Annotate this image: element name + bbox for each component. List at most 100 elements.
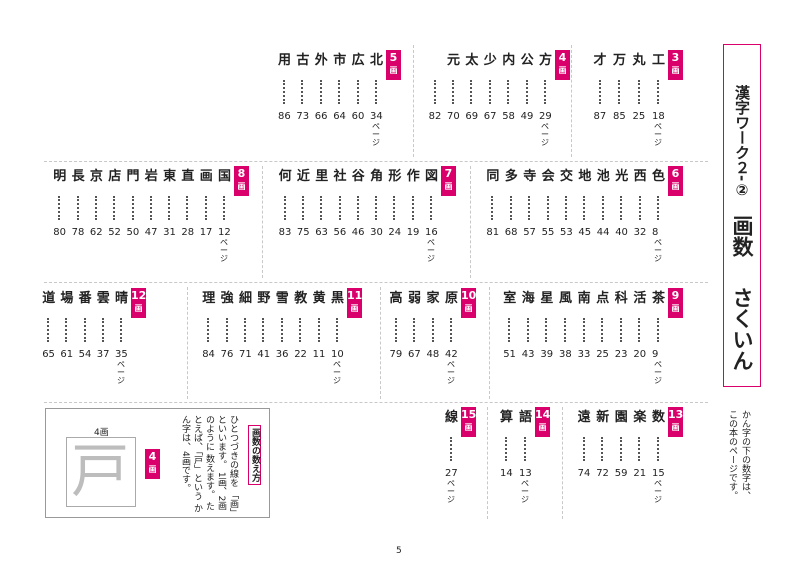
leader-dots — [657, 196, 661, 220]
kanji-entry: 太 — [465, 53, 479, 68]
page-ref: 62 — [89, 227, 103, 238]
kanji-entry: 用 — [278, 53, 292, 68]
page-ref: 66 — [314, 111, 328, 122]
leader-dots — [637, 80, 642, 104]
kanji-entry: 丸 — [632, 53, 646, 68]
stroke-badge-unit: 画 — [389, 66, 398, 75]
kanji-entry: 道 — [42, 291, 56, 306]
page-ref: 58 — [502, 111, 515, 122]
page-ref: 79 — [389, 349, 403, 360]
page-ref: 69 — [465, 111, 479, 122]
kanji-entry: 原 — [445, 291, 459, 306]
kanji-entry: 雲 — [96, 291, 110, 306]
kanji-entry: 番 — [78, 291, 92, 306]
leader-dots — [47, 318, 51, 342]
leader-dots — [620, 196, 624, 220]
page-ref: 8 — [652, 227, 659, 238]
leader-dots — [638, 437, 642, 461]
kanji-entry: 場 — [60, 291, 74, 306]
kanji-entry: 会 — [541, 169, 555, 184]
leader-dots — [301, 196, 306, 220]
page-ref: 86 — [278, 111, 291, 122]
stroke-badge-number: 10 — [461, 289, 477, 302]
kanji-entry: 近 — [296, 169, 310, 184]
leader-dots — [491, 196, 495, 220]
page-ref: 40 — [615, 227, 628, 238]
kanji-entry: 細 — [239, 291, 253, 306]
kanji-entry: 外 — [314, 53, 328, 68]
leader-dots — [583, 196, 587, 220]
leader-dots — [508, 318, 512, 342]
page-suffix: ページ — [654, 238, 662, 263]
page-ref: 81 — [486, 227, 500, 238]
page-ref: 41 — [257, 349, 271, 360]
leader-dots — [657, 318, 661, 342]
page-ref: 71 — [239, 349, 252, 360]
leader-dots — [544, 80, 548, 104]
stroke-badge-number: 14 — [535, 408, 551, 421]
leader-dots — [598, 80, 603, 104]
page-ref: 67 — [483, 111, 497, 122]
stroke-badge-unit: 画 — [237, 182, 246, 191]
kanji-entry: 南 — [577, 291, 591, 306]
kanji-entry: 国 — [218, 169, 232, 184]
kanji-entry: 角 — [370, 169, 384, 184]
leader-dots — [601, 196, 606, 220]
title-main: 漢字ワーク２-② — [733, 85, 751, 200]
page-suffix: ページ — [447, 479, 455, 504]
leader-dots — [120, 318, 124, 342]
kanji-entry: 園 — [614, 410, 628, 425]
kanji-entry: 風 — [559, 291, 573, 306]
example-frame: 戸 — [66, 437, 136, 507]
page-ref: 47 — [144, 227, 158, 238]
kanji-entry: 岩 — [144, 169, 158, 184]
page-ref: 38 — [559, 349, 572, 360]
kanji-entry: 図 — [425, 169, 439, 184]
page-suffix: ページ — [372, 122, 380, 147]
help-line-2: 「画」といいます。 — [216, 415, 238, 513]
page-ref: 53 — [560, 227, 573, 238]
page-suffix: ページ — [521, 479, 529, 504]
kanji-entry: 多 — [504, 169, 518, 184]
page-ref: 85 — [613, 111, 626, 122]
leader-dots — [526, 318, 531, 342]
kanji-entry: 形 — [388, 169, 402, 184]
page-ref: 45 — [578, 227, 592, 238]
kanji-entry: 野 — [257, 291, 271, 306]
page-ref: 18 — [652, 111, 665, 122]
kanji-entry: 海 — [521, 291, 535, 306]
side-note-line-2: この本のページです。 — [727, 410, 737, 500]
kanji-entry: 室 — [503, 291, 517, 306]
help-line-5: たとえば、「戸」という — [192, 415, 214, 511]
kanji-entry: 池 — [596, 169, 610, 184]
kanji-entry: 少 — [483, 53, 497, 68]
kanji-entry: 茶 — [652, 291, 666, 306]
page-ref: 64 — [333, 111, 346, 122]
page-ref: 22 — [294, 349, 307, 360]
page-ref: 27 — [445, 468, 458, 479]
kanji-entry: 東 — [163, 169, 177, 184]
kanji-entry: 万 — [613, 53, 627, 68]
stroke-badge-unit: 画 — [671, 182, 680, 191]
row-divider-1 — [44, 161, 708, 162]
stroke-badge-unit: 画 — [350, 304, 359, 313]
example-label: 4画 — [94, 428, 109, 438]
page-ref: 24 — [388, 227, 402, 238]
leader-dots — [186, 196, 190, 220]
help-badge-number: 4 — [148, 450, 157, 463]
leader-dots — [101, 318, 106, 342]
page-ref: 16 — [425, 227, 438, 238]
page-suffix: ページ — [220, 238, 228, 263]
kanji-entry: 教 — [294, 291, 308, 306]
page-ref: 63 — [315, 227, 328, 238]
kanji-entry: 長 — [71, 169, 85, 184]
kanji-entry: 光 — [615, 169, 629, 184]
kanji-entry: 色 — [652, 169, 666, 184]
kanji-entry: 元 — [447, 53, 461, 68]
leader-dots — [301, 80, 305, 104]
page-ref: 17 — [199, 227, 213, 238]
